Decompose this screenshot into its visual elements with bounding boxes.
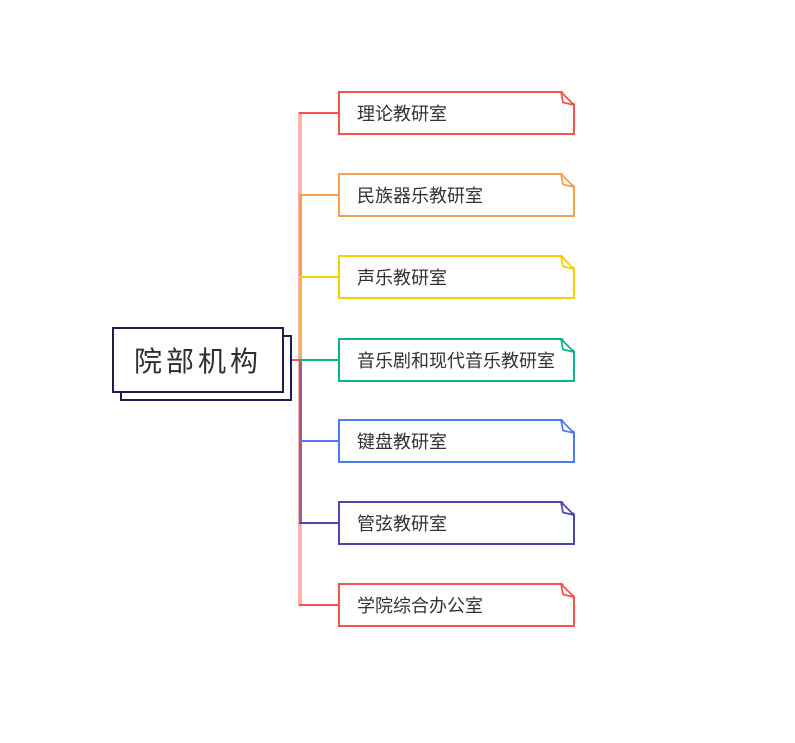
connector-trunk-segment-plum-lower (299, 441, 302, 524)
topic-node-label: 键盘教研室 (357, 432, 447, 452)
folded-corner-icon (560, 91, 575, 106)
topic-node-7[interactable]: 学院综合办公室 (338, 583, 575, 627)
connector-branch-3 (299, 276, 339, 278)
connector-trunk-segment-orange (299, 194, 302, 278)
connector-branch-7 (299, 604, 339, 606)
topic-node-2[interactable]: 民族器乐教研室 (338, 173, 575, 217)
connector-branch-6 (299, 522, 339, 524)
connector-branch-5 (299, 440, 339, 442)
connector-root-link (288, 359, 300, 361)
topic-node-label: 音乐剧和现代音乐教研室 (357, 351, 555, 371)
connector-trunk-segment-plum-upper (299, 359, 302, 442)
topic-node-6[interactable]: 管弦教研室 (338, 501, 575, 545)
folded-corner-icon (560, 173, 575, 188)
folded-corner-icon (560, 419, 575, 434)
topic-node-label: 声乐教研室 (357, 268, 447, 288)
topic-node-1[interactable]: 理论教研室 (338, 91, 575, 135)
topic-node-label: 民族器乐教研室 (357, 186, 483, 206)
root-node-label: 院部机构 (133, 346, 262, 377)
topic-node-label: 学院综合办公室 (357, 596, 483, 616)
connector-branch-2 (299, 194, 339, 196)
root-node[interactable]: 院部机构 (112, 327, 292, 401)
folded-corner-icon (560, 255, 575, 270)
folded-corner-icon (560, 501, 575, 516)
topic-node-4[interactable]: 音乐剧和现代音乐教研室 (338, 338, 575, 382)
folded-corner-icon (560, 583, 575, 598)
connector-branch-4 (299, 359, 339, 361)
topic-node-3[interactable]: 声乐教研室 (338, 255, 575, 299)
folded-corner-icon (560, 338, 575, 353)
topic-node-5[interactable]: 键盘教研室 (338, 419, 575, 463)
topic-node-label: 理论教研室 (357, 104, 447, 124)
connector-trunk-segment-amber (299, 277, 302, 360)
topic-node-label: 管弦教研室 (357, 514, 447, 534)
connector-branch-1 (299, 112, 339, 114)
